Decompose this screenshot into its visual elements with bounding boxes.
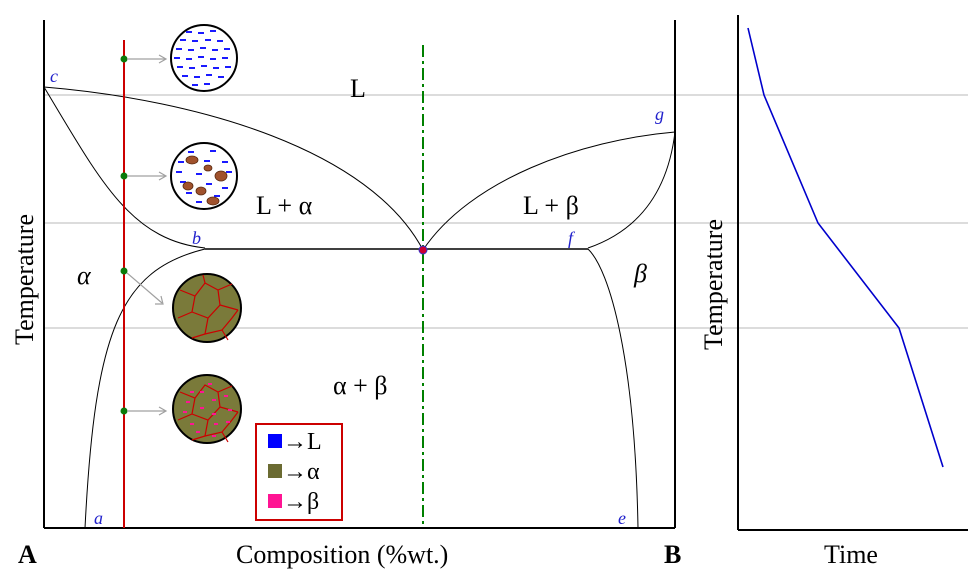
microstructure-arrows xyxy=(126,54,168,416)
region-label-beta: β xyxy=(633,259,647,288)
eutectic-point xyxy=(418,245,428,255)
region-label-liquid: L xyxy=(350,74,366,103)
cooling-curve xyxy=(747,27,944,468)
microstructure-liquid-alpha xyxy=(170,142,238,210)
solidus-left xyxy=(43,86,206,249)
phase-diagram-y-axis-label: Temperature xyxy=(10,214,39,345)
right-component-label: B xyxy=(664,540,681,569)
cooling-curve-axes xyxy=(737,15,968,531)
legend-swatch-beta xyxy=(268,494,282,508)
legend-swatch-alpha xyxy=(268,464,282,478)
microstructure-alpha-beta xyxy=(172,374,242,444)
legend-label-liquid: →L xyxy=(283,429,322,455)
liquidus-left xyxy=(43,86,424,251)
liquidus-right xyxy=(422,131,676,251)
point-label-f: f xyxy=(568,228,576,248)
phase-boundaries xyxy=(43,86,676,529)
legend: →L →α →β xyxy=(255,423,343,521)
legend-swatch-liquid xyxy=(268,434,282,448)
left-component-label: A xyxy=(18,540,37,569)
point-label-c: c xyxy=(50,66,58,86)
phase-diagram-frame xyxy=(43,20,676,529)
solidus-right xyxy=(587,131,676,249)
legend-label-alpha: →α xyxy=(283,459,320,485)
region-label-liquid-alpha: L + α xyxy=(256,191,313,220)
solvus-left xyxy=(84,248,206,529)
region-label-alpha-beta: α + β xyxy=(333,371,388,400)
phase-diagram-x-axis-label: Composition (%wt.) xyxy=(236,540,448,569)
point-label-g: g xyxy=(655,104,664,124)
point-label-b: b xyxy=(192,228,201,248)
cooling-curve-x-axis-label: Time xyxy=(824,540,878,569)
point-label-a: a xyxy=(94,508,103,528)
microstructure-liquid xyxy=(170,24,238,92)
region-label-alpha: α xyxy=(77,261,92,290)
cooling-curve-y-axis-label: Temperature xyxy=(699,219,728,350)
solvus-right xyxy=(587,248,639,529)
region-label-liquid-beta: L + β xyxy=(523,191,579,220)
composition-line-markers xyxy=(120,55,128,415)
legend-label-beta: →β xyxy=(283,489,319,515)
point-label-e: e xyxy=(618,508,626,528)
microstructure-alpha xyxy=(172,273,242,343)
